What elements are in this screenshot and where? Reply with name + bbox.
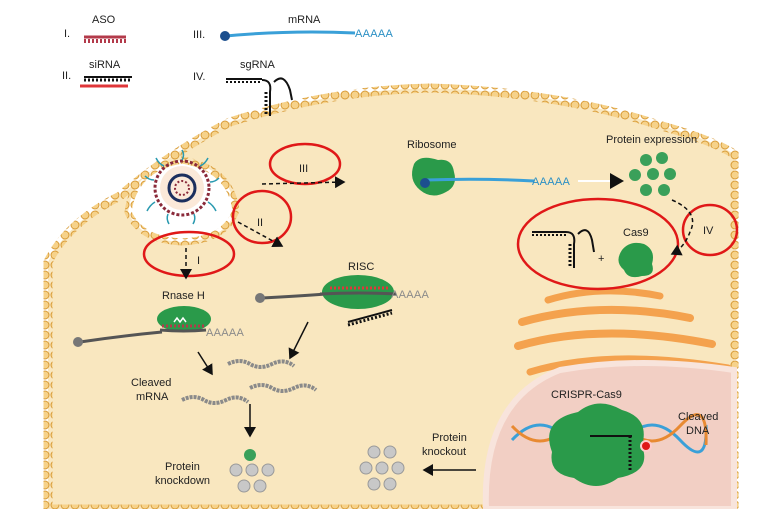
cleaved-dna-label-1: Cleaved (678, 411, 718, 423)
legend-aso-label: ASO (92, 14, 116, 26)
protein-knockout-label-1: Protein (432, 432, 467, 444)
lipid-nanoparticle-icon (144, 149, 220, 225)
pathway-mark-i: I (197, 255, 200, 267)
cas9-label: Cas9 (623, 227, 649, 239)
knockdown-protein-cluster (229, 449, 275, 493)
pathway-mark-iv: IV (703, 225, 714, 237)
protein-knockdown-label-2: knockdown (155, 475, 210, 487)
legend-mrna-label: mRNA (288, 14, 321, 26)
plus-sign: + (598, 253, 604, 265)
risc-complex (255, 275, 397, 327)
rnase-h-complex (73, 306, 211, 347)
cleaved-dna-label-2: DNA (686, 425, 710, 437)
legend-sirna-numeral: II. (62, 70, 71, 82)
protein-expression-label: Protein expression (606, 134, 697, 146)
sirna-icon (80, 76, 132, 88)
protein-knockdown-label-1: Protein (165, 461, 200, 473)
highlight-circle-ii (231, 189, 293, 245)
legend-sgrna-label: sgRNA (240, 59, 276, 71)
knockout-protein-cluster (359, 445, 405, 491)
cleaved-mrna-label-1: Cleaved (131, 377, 171, 389)
mrna-icon (220, 30, 356, 41)
ribosome-label: Ribosome (407, 139, 457, 151)
legend: I. ASO II. siRNA III. mRNA AAAAA IV. sgR… (62, 14, 394, 116)
legend-sgrna-numeral: IV. (193, 71, 205, 83)
ribosome-complex (412, 157, 535, 196)
sgrna-in-cell-icon (532, 229, 595, 268)
highlight-circles (142, 142, 739, 291)
pathway-mark-iii: III (299, 163, 308, 175)
protein-knockout-label-2: knockout (422, 446, 466, 458)
ribosome-mrna-tail: AAAAA (532, 176, 571, 188)
highlight-circle-iii (268, 142, 342, 186)
legend-sirna-label: siRNA (89, 59, 121, 71)
legend-mrna-tail: AAAAA (355, 28, 394, 40)
cas9-protein-icon (618, 242, 653, 278)
risc-mrna-tail: AAAAA (391, 289, 430, 301)
highlight-circle-iv (681, 203, 739, 257)
crispr-cas9-complex (549, 403, 652, 486)
rnase-h-label: Rnase H (162, 290, 205, 302)
legend-mrna-numeral: III. (193, 29, 205, 41)
risc-label: RISC (348, 261, 374, 273)
aso-icon (84, 35, 126, 43)
sgrna-icon (226, 77, 293, 116)
cleavage-arrows (197, 321, 476, 476)
delivery-arrows (180, 176, 346, 280)
cleaved-mrna-fragments (181, 359, 318, 405)
legend-aso-numeral: I. (64, 28, 70, 40)
dna-cut-site-icon (640, 440, 652, 452)
rnase-h-mrna-tail: AAAAA (206, 327, 245, 339)
pathway-mark-ii: II (257, 217, 263, 229)
expressed-protein-cluster (629, 152, 676, 196)
highlight-circle-cas9 (516, 197, 680, 291)
cas9-expression-arrow (670, 199, 694, 256)
cleaved-mrna-label-2: mRNA (136, 391, 169, 403)
crispr-cas9-label: CRISPR-Cas9 (551, 389, 622, 401)
